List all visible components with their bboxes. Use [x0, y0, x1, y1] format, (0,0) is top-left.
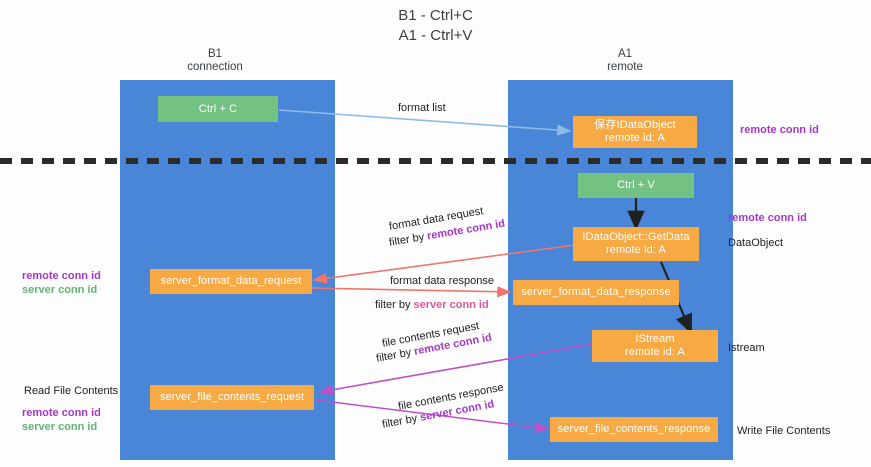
wire-format-data-response — [311, 286, 512, 298]
filter-prefix: filter by — [375, 345, 416, 365]
column-header-b1-name: B1 — [207, 48, 223, 60]
box-save-idataobject-line2: remote id: A — [605, 132, 665, 144]
column-header-a1-role: remote — [607, 61, 643, 73]
box-server-format-data-request-label: server_format_data_request — [160, 275, 302, 287]
flow-label-format-list-text: format list — [398, 102, 446, 114]
left-label-server-conn-id-2-text: server conn id — [22, 421, 98, 433]
flow-label-format-data-response-text: format data response — [390, 275, 494, 287]
box-server-file-contents-response[interactable]: server_file_contents_response — [550, 417, 718, 442]
box-save-idataobject-line1: 保存IDataObject — [594, 119, 676, 131]
filter-key-server-conn-id: server conn id — [413, 299, 489, 311]
box-server-file-contents-request[interactable]: server_file_contents_request — [150, 385, 314, 410]
right-label-remote-conn-id-top-text: remote conn id — [740, 124, 819, 136]
box-ctrl-v-label: Ctrl + V — [617, 179, 655, 191]
right-label-data-object: DataObject — [728, 236, 783, 251]
column-header-b1-role: connection — [187, 61, 243, 73]
right-label-write-file-contents: Write File Contents — [737, 424, 830, 439]
box-server-format-data-request[interactable]: server_format_data_request — [150, 269, 312, 294]
box-istream[interactable]: IStream remote id: A — [592, 330, 718, 362]
box-idataobject-getdata[interactable]: IDataObject::GetData remote id: A — [573, 227, 699, 261]
box-server-format-data-response-label: server_format_data_response — [521, 286, 671, 298]
box-server-file-contents-response-label: server_file_contents_response — [557, 423, 711, 435]
left-label-read-file-contents: Read File Contents — [24, 384, 118, 399]
left-label-read-file-contents-text: Read File Contents — [24, 385, 119, 397]
left-label-remote-conn-id-1: remote conn id — [22, 269, 101, 283]
box-ctrl-c[interactable]: Ctrl + C — [158, 96, 278, 122]
flow-label-format-list: format list — [398, 101, 446, 115]
filter-prefix: filter by — [388, 230, 429, 249]
right-label-remote-conn-id-top: remote conn id — [740, 123, 819, 137]
page-title: B1 - Ctrl+C A1 - Ctrl+V — [398, 7, 473, 44]
box-ctrl-v[interactable]: Ctrl + V — [578, 173, 694, 198]
box-idataobject-getdata-line2: remote id: A — [606, 244, 666, 256]
right-label-istream: Istream — [728, 341, 765, 356]
left-label-remote-conn-id-1-text: remote conn id — [22, 270, 101, 282]
column-header-a1-name: A1 — [617, 48, 633, 60]
right-label-write-file-contents-text: Write File Contents — [737, 425, 831, 437]
box-istream-line2: remote id: A — [625, 346, 685, 358]
flow-label-format-data-response-filter: filter by server conn id — [375, 298, 489, 312]
left-label-server-conn-id-2: server conn id — [22, 420, 97, 434]
box-server-format-data-response[interactable]: server_format_data_response — [513, 280, 679, 305]
box-save-idataobject[interactable]: 保存IDataObject remote id: A — [573, 116, 697, 148]
left-label-server-conn-id-1: server conn id — [22, 283, 97, 297]
column-header-b1: B1 connection — [155, 48, 275, 74]
filter-prefix: filter by — [381, 411, 422, 431]
flow-label-format-data-response: format data response — [390, 274, 494, 288]
right-label-istream-text: Istream — [728, 342, 765, 354]
filter-prefix: filter by — [375, 299, 414, 311]
right-label-remote-conn-id-mid-text: remote conn id — [728, 212, 807, 224]
box-idataobject-getdata-line1: IDataObject::GetData — [582, 231, 690, 243]
left-label-server-conn-id-1-text: server conn id — [22, 284, 98, 296]
right-label-remote-conn-id-mid: remote conn id — [728, 211, 807, 225]
box-server-file-contents-request-label: server_file_contents_request — [159, 391, 305, 403]
box-ctrl-c-label: Ctrl + C — [198, 102, 238, 115]
right-label-data-object-text: DataObject — [728, 237, 784, 249]
left-label-remote-conn-id-2-text: remote conn id — [22, 407, 101, 419]
left-label-remote-conn-id-2: remote conn id — [22, 406, 101, 420]
column-header-a1: A1 remote — [565, 48, 685, 74]
box-istream-line1: IStream — [635, 333, 675, 345]
